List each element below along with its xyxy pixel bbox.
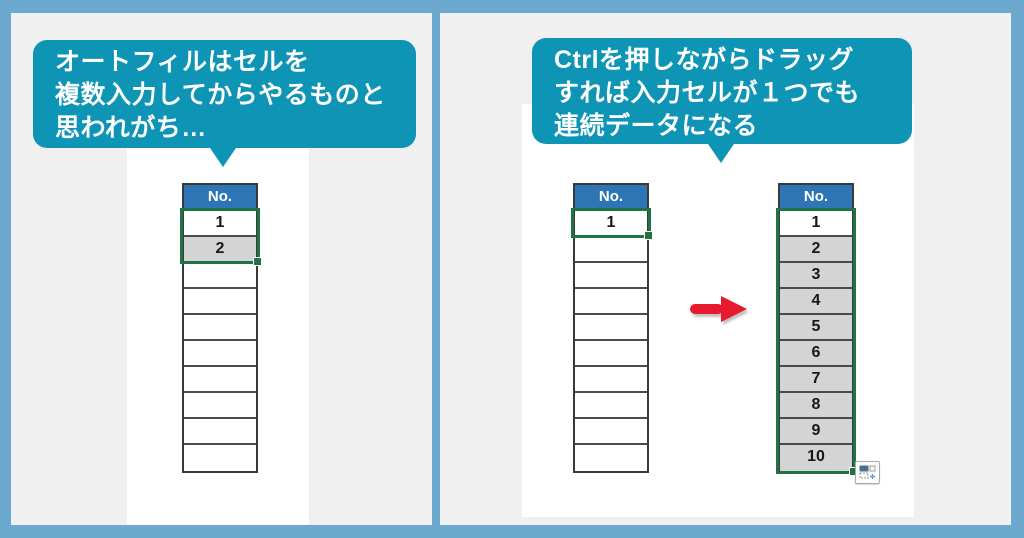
autofill-options-icon [859, 465, 876, 479]
excel-cell: 9 [780, 419, 852, 445]
excel-cell: 10 [780, 445, 852, 471]
excel-cell: 4 [780, 289, 852, 315]
excel-cell [575, 367, 647, 393]
excel-cell: 5 [780, 315, 852, 341]
bubble-text-line: すれば入力セルが１つでも [554, 79, 861, 107]
column-cells: 1 [575, 211, 647, 471]
column-header: No. [575, 185, 647, 211]
excel-cell [575, 445, 647, 471]
excel-cell: 1 [184, 211, 256, 237]
excel-cell [184, 289, 256, 315]
excel-cell [184, 315, 256, 341]
bubble-text-line: Ctrlを押しながらドラッグ [554, 46, 855, 74]
bubble-text-line: 複数入力してからやるものと [55, 81, 386, 109]
left-speech-bubble: オートフィルはセルを 複数入力してからやるものと 思われがち… [33, 40, 416, 148]
excel-cell: 1 [575, 211, 647, 237]
column-header: No. [780, 185, 852, 211]
excel-cell [184, 419, 256, 445]
bubble-text-line: 連続データになる [554, 112, 759, 140]
red-right-arrow-icon [688, 293, 750, 325]
excel-cell [184, 393, 256, 419]
excel-cell: 3 [780, 263, 852, 289]
column-header: No. [184, 185, 256, 211]
excel-cell [184, 341, 256, 367]
excel-cell [184, 367, 256, 393]
excel-cell [575, 263, 647, 289]
bubble-text-line: オートフィルはセルを [55, 48, 310, 76]
autofill-options-button [855, 461, 880, 484]
excel-cell: 1 [780, 211, 852, 237]
right-speech-bubble: Ctrlを押しながらドラッグ すれば入力セルが１つでも 連続データになる [532, 38, 912, 144]
excel-cell: 2 [184, 237, 256, 263]
excel-cell [184, 263, 256, 289]
excel-cell [575, 419, 647, 445]
excel-cell: 7 [780, 367, 852, 393]
left-bubble-tail [208, 145, 238, 167]
excel-column-before: No. 1 [573, 183, 649, 473]
bubble-text-line: 思われがち… [55, 114, 207, 142]
excel-cell [184, 445, 256, 471]
excel-cell: 2 [780, 237, 852, 263]
right-bubble-tail [706, 141, 736, 163]
excel-cell [575, 393, 647, 419]
excel-cell: 8 [780, 393, 852, 419]
excel-cell [575, 315, 647, 341]
excel-cell: 6 [780, 341, 852, 367]
excel-cell [575, 341, 647, 367]
excel-cell [575, 289, 647, 315]
excel-cell [575, 237, 647, 263]
